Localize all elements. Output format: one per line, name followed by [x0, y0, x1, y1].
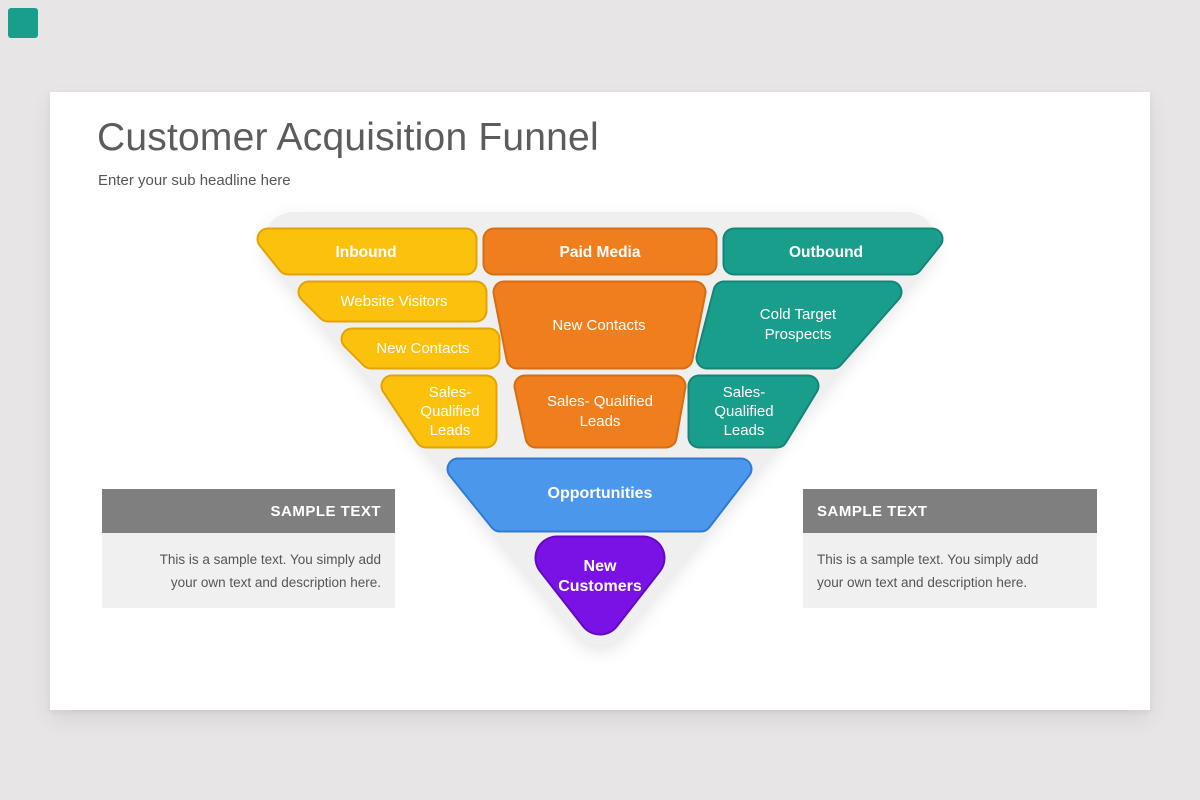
funnel-label-sales-qualified-leads-outbound: Sales- Qualified Leads	[714, 384, 774, 439]
funnel-shape-sales-qualified-leads-paid	[513, 374, 687, 449]
sample-text-right-header: SAMPLE TEXT	[803, 489, 1097, 533]
funnel-shape-new-customers	[534, 535, 666, 636]
sample-text-left-title: SAMPLE TEXT	[270, 502, 381, 520]
funnel-label-new-contacts-inbound: New Contacts	[376, 339, 470, 357]
sample-text-box-left: SAMPLE TEXT This is a sample text. You s…	[102, 489, 395, 608]
page-subtitle: Enter your sub headline here	[98, 172, 291, 189]
funnel-label-opportunities: Opportunities	[547, 485, 653, 502]
corner-logo-badge	[8, 8, 38, 38]
funnel-shape-inbound	[256, 227, 478, 276]
page-title: Customer Acquisition Funnel	[97, 116, 599, 159]
funnel-shape-new-contacts-inbound	[340, 327, 501, 370]
sample-text-right-body: This is a sample text. You simply add yo…	[803, 533, 1097, 608]
funnel-label-outbound: Outbound	[788, 244, 864, 261]
funnel-shape-paid-media	[482, 227, 718, 276]
funnel-label-cold-target-prospects: Cold Target Prospects	[759, 306, 837, 343]
funnel-label-sales-qualified-leads-inbound: Sales- Qualified Leads	[420, 384, 480, 439]
funnel-shape-new-contacts-paid	[492, 280, 707, 370]
funnel-label-new-contacts-paid: New Contacts	[552, 316, 646, 334]
sample-text-right-title: SAMPLE TEXT	[817, 502, 928, 520]
funnel-shape-website-visitors	[297, 280, 488, 323]
funnel-label-sales-qualified-leads-paid: Sales- Qualified Leads	[547, 392, 653, 430]
funnel-shape-outbound	[722, 227, 944, 276]
funnel-label-new-customers: New Customers	[558, 558, 642, 595]
sample-text-left-body: This is a sample text. You simply add yo…	[102, 533, 395, 608]
sample-text-left-header: SAMPLE TEXT	[102, 489, 395, 533]
funnel-shape-opportunities	[446, 457, 753, 533]
funnel-shape-sales-qualified-leads-inbound	[380, 374, 498, 449]
funnel-shape-sales-qualified-leads-outbound	[687, 374, 820, 449]
funnel-label-website-visitors: Website Visitors	[340, 293, 448, 310]
funnel-label-paid-media: Paid Media	[559, 244, 641, 261]
funnel-shape-cold-target-prospects	[695, 280, 903, 370]
funnel-label-inbound: Inbound	[335, 244, 397, 261]
sample-text-box-right: SAMPLE TEXT This is a sample text. You s…	[803, 489, 1097, 608]
